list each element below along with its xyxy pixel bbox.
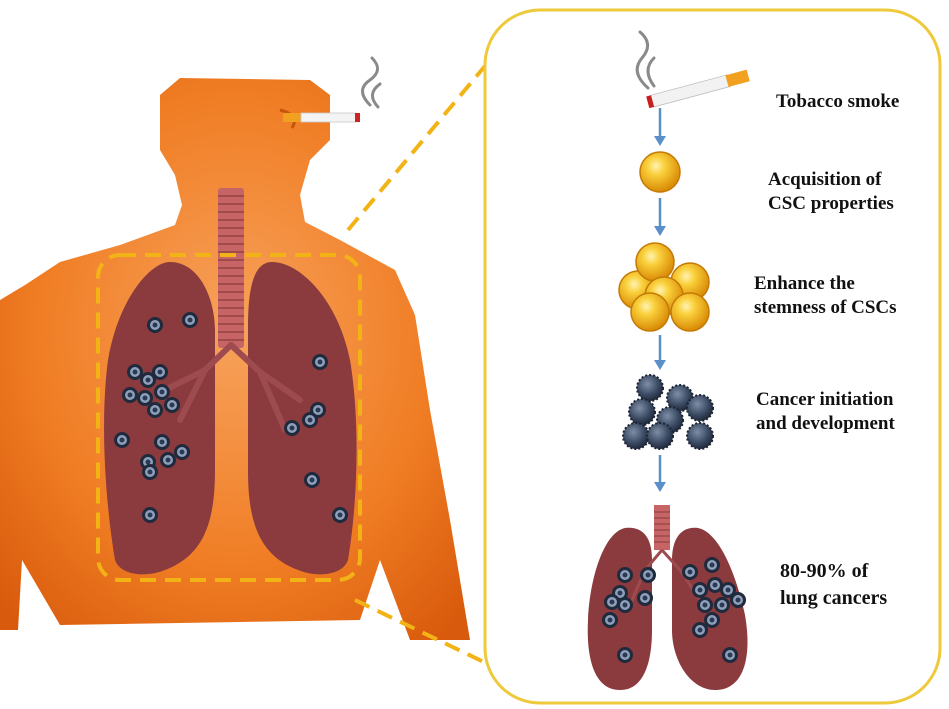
- cigarette-icon: [283, 113, 360, 122]
- stem-cell-icon: [640, 152, 680, 192]
- step-label-tobacco-smoke: Tobacco smoke: [776, 90, 899, 114]
- step-label-cancer-initiation: Cancer initiation and development: [756, 388, 895, 436]
- human-torso-illustration: [0, 78, 470, 640]
- step-label-acquisition-csc: Acquisition of CSC properties: [768, 168, 894, 216]
- trachea: [218, 188, 244, 348]
- step-label-enhance-stemness: Enhance the stemness of CSCs: [754, 272, 897, 320]
- smoke-icon: [363, 58, 381, 107]
- step-label-lung-cancers: 80-90% of lung cancers: [780, 558, 887, 612]
